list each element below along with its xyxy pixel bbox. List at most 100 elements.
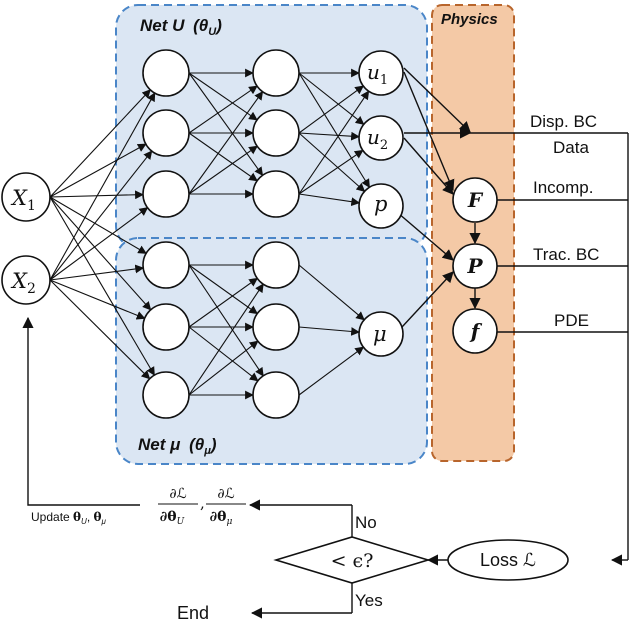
edge-u-h1-1-to-h2-2 (188, 72, 258, 121)
edge-mu-h1-3-to-h2-1 (188, 283, 264, 396)
loss-label: Loss ℒ (480, 550, 536, 570)
output-u1-label: u1 (367, 60, 388, 88)
no-label: No (355, 513, 377, 532)
decision-diamond (273, 536, 431, 584)
pde-label: PDE (554, 311, 589, 330)
disp-bc-label: Disp. BC (530, 112, 597, 131)
gradient-comma: , (200, 494, 205, 512)
edge-input2-to-mu-h1-3 (49, 279, 151, 380)
edge-input2-to-mu-h1-2 (49, 279, 146, 320)
net-mu-title: Net μ (θμ) (138, 435, 217, 457)
edge-u-h2-2-to-out-2 (298, 131, 360, 141)
network-edges (49, 68, 370, 400)
end-label: End (177, 603, 209, 623)
edge-u-h1-2-to-h2-3 (188, 132, 258, 182)
physics-P-label: P (466, 254, 483, 278)
edge-u-h1-3-to-h2-2 (188, 145, 258, 195)
edge-mu-h1-1-to-h2-2 (188, 264, 258, 315)
incomp-label: Incomp. (533, 178, 593, 197)
edge-u-h2-2-to-out-3 (298, 132, 366, 192)
physics-F-node (452, 177, 498, 223)
hidden-node-u-l2-1 (252, 49, 300, 97)
input-x1: X1 (1, 172, 51, 222)
hidden-nodes (142, 49, 300, 419)
hidden-node-mu-l2-1 (252, 241, 300, 289)
edge-u-h2-2-to-out-1 (298, 85, 364, 134)
hidden-node-u-l1-2 (142, 109, 190, 157)
decision: < ϵ? (273, 536, 431, 584)
edge-u-h2-1-to-out-2 (298, 72, 365, 125)
u2-to-F-arrow (403, 137, 454, 195)
output-p-node (358, 183, 404, 229)
hidden-node-mu-l1-3 (142, 371, 190, 419)
update-line (22, 316, 140, 506)
edge-input1-to-mu-h1-2 (49, 196, 152, 311)
u1-to-dispbc-arrow (403, 67, 471, 133)
loss-ellipse (447, 539, 569, 581)
edge-u-h2-3-to-out-3 (298, 193, 361, 207)
net-u-title: Net U (θU) (140, 16, 222, 38)
gradient-num-2: ∂ℒ (217, 486, 234, 502)
physics-P-node (452, 243, 498, 289)
output-u2-label: u2 (367, 125, 388, 153)
physics-P: P (452, 243, 498, 289)
physics-f: f (452, 308, 498, 354)
output-p-label: p (374, 192, 387, 216)
physics-title: Physics (441, 11, 498, 28)
output-mu: μ (358, 311, 404, 357)
edge-u-h2-3-to-out-1 (298, 90, 370, 195)
output-u1: u1 (358, 50, 404, 96)
edge-input1-to-mu-h1-1 (49, 196, 147, 254)
output-mu-node (358, 311, 404, 357)
gradient-den-2: ∂θμ (210, 509, 233, 527)
mu-to-P-arrow (401, 271, 454, 328)
edge-input1-to-u-h1-3 (49, 190, 144, 200)
edge-u-h2-3-to-out-2 (298, 149, 364, 195)
hidden-node-mu-l2-2 (252, 303, 300, 351)
edge-input2-to-u-h1-3 (49, 207, 149, 281)
edge-mu-h1-2-to-h2-3 (188, 326, 259, 382)
edge-mu-h2-3-to-out-1 (298, 346, 365, 396)
input-x1-node (1, 172, 51, 222)
input-x2-node (1, 255, 51, 305)
hidden-node-u-l1-1 (142, 49, 190, 97)
output-u2: u2 (358, 115, 404, 161)
edge-mu-h1-2-to-h2-1 (188, 277, 258, 328)
edge-input2-to-mu-h1-1 (49, 264, 145, 281)
hidden-node-u-l2-2 (252, 109, 300, 157)
edge-u-h2-1-to-out-3 (298, 72, 370, 189)
net-mu-box (115, 237, 428, 465)
edge-input1-to-u-h1-1 (49, 89, 151, 198)
edge-mu-h2-2-to-out-1 (298, 326, 360, 336)
u1-to-F-arrow (403, 71, 455, 192)
p-to-P-arrow (397, 212, 454, 261)
edge-u-h1-2-to-h2-1 (188, 85, 258, 134)
feedback-loop (22, 316, 448, 619)
input-x1-label: X1 (10, 186, 36, 214)
decision-label: < ϵ? (331, 550, 374, 572)
edge-mu-h1-3-to-h2-2 (188, 340, 259, 396)
edge-u-h1-3-to-h2-1 (188, 90, 264, 195)
gradient-expression: ∂ℒ ∂θU , ∂ℒ ∂θμ (158, 486, 246, 527)
data-label: Data (553, 138, 589, 157)
edge-u-h1-1-to-h2-3 (188, 72, 264, 177)
hidden-node-mu-l2-3 (252, 371, 300, 419)
output-p: p (358, 183, 404, 229)
edge-mu-h2-1-to-out-1 (298, 264, 365, 321)
trac-bc-label: Trac. BC (533, 245, 599, 264)
physics-F: F (452, 177, 498, 223)
hidden-node-mu-l1-1 (142, 241, 190, 289)
input-x2-label: X2 (10, 269, 36, 297)
output-u2-node (358, 115, 404, 161)
update-label: Update θU, θμ (31, 510, 107, 526)
hidden-node-u-l2-3 (252, 170, 300, 218)
edge-input2-to-u-h1-2 (49, 150, 153, 281)
input-x2: X2 (1, 255, 51, 305)
hidden-node-u-l1-3 (142, 170, 190, 218)
edge-input2-to-u-h1-1 (49, 92, 156, 281)
loss: Loss ℒ (447, 539, 569, 581)
edge-mu-h1-1-to-h2-3 (188, 264, 264, 377)
physics-f-label: f (469, 319, 483, 343)
gradient-num-1: ∂ℒ (169, 486, 186, 502)
